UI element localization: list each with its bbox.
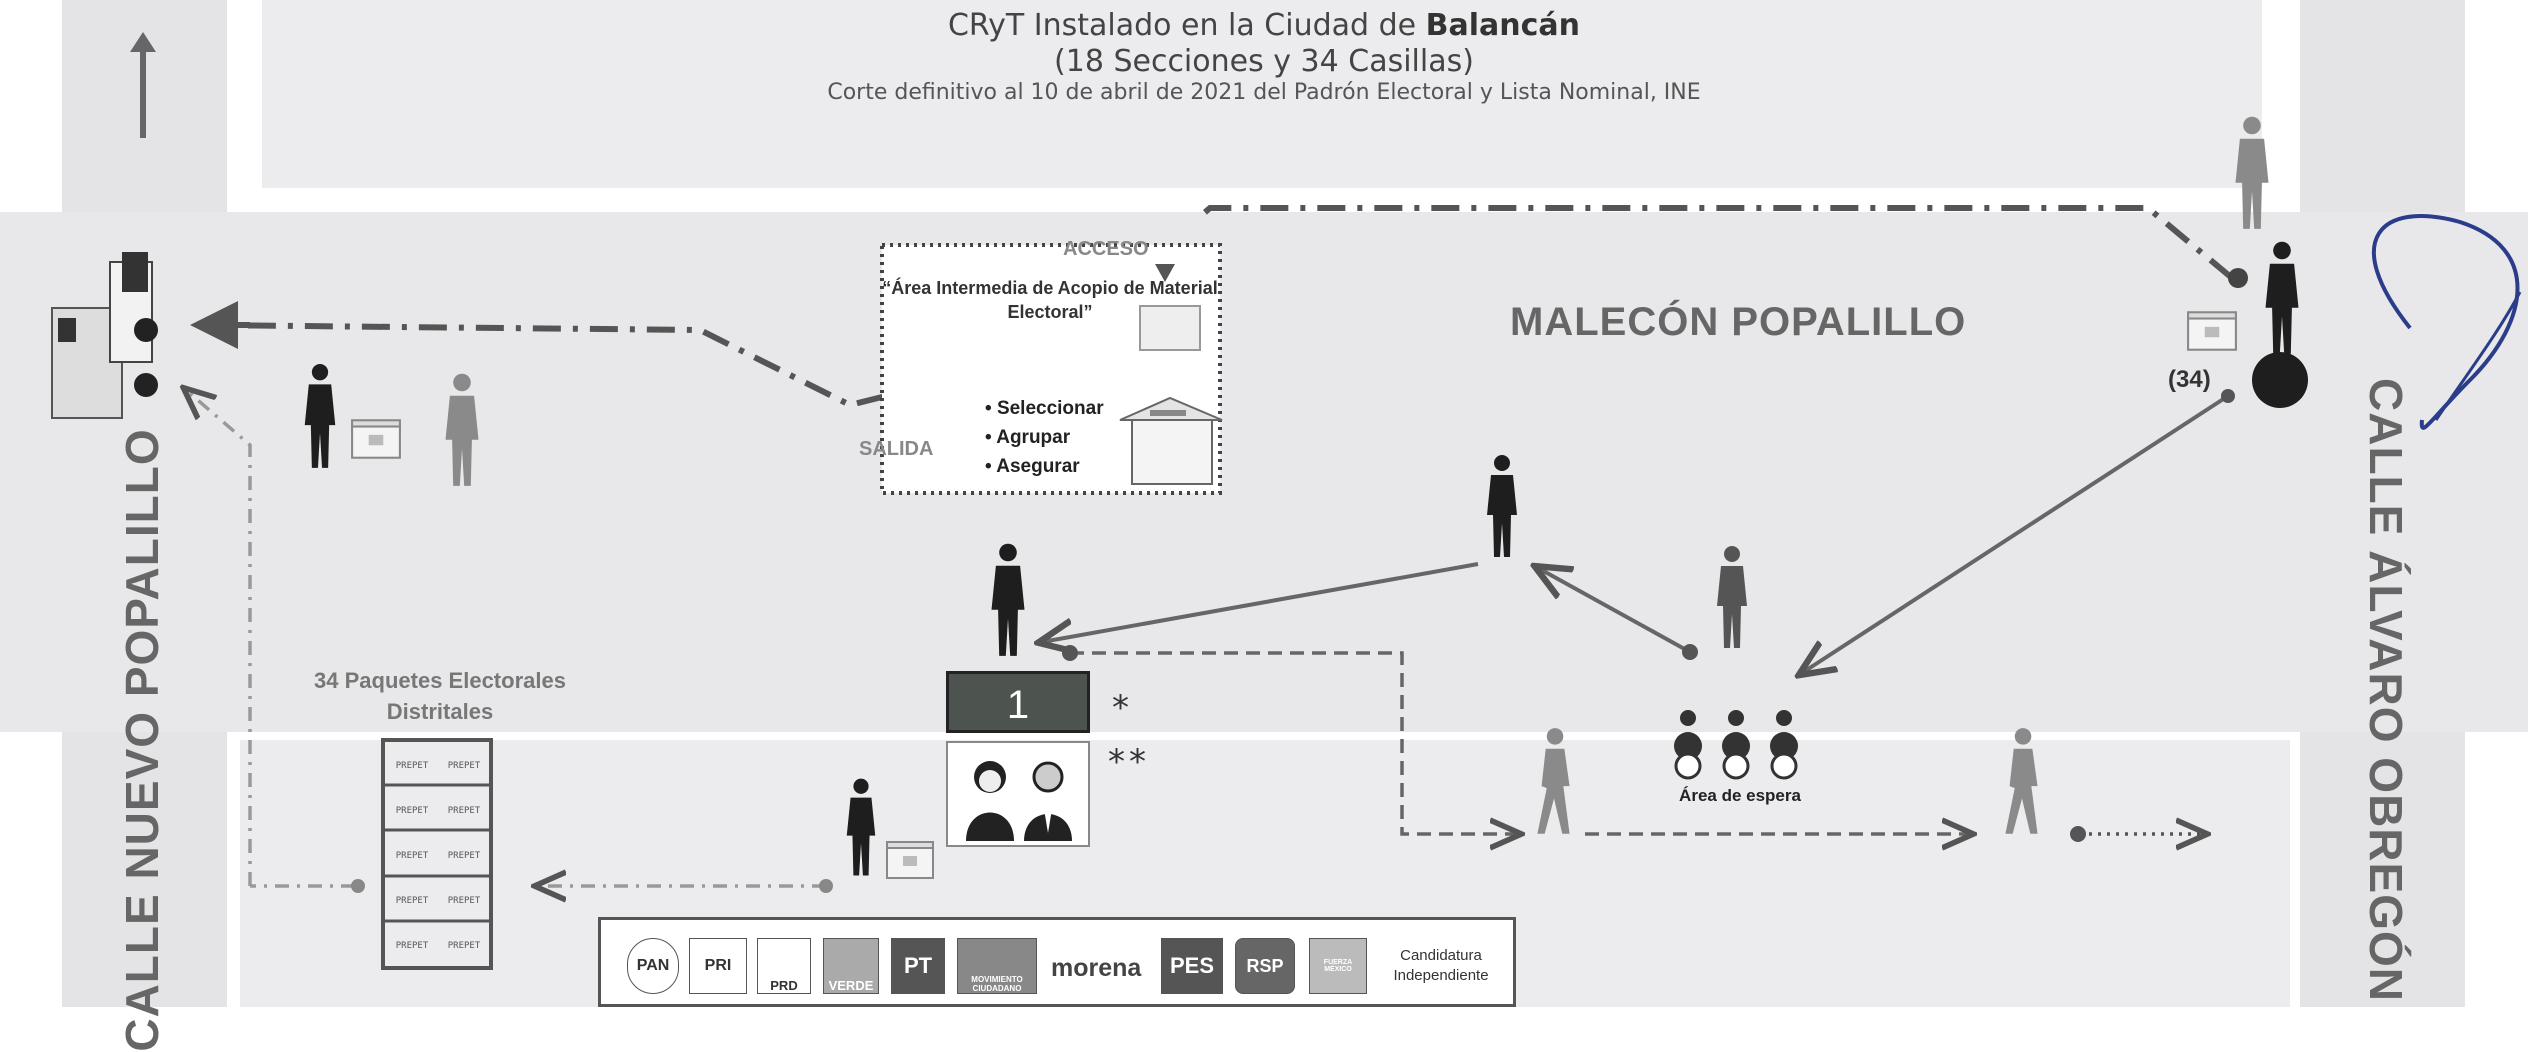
access-arrow-icon [1155, 264, 1175, 282]
truck-icon [51, 252, 158, 419]
access-label: ACCESO [1063, 238, 1149, 260]
waiting-area-label: Área de espera [1679, 786, 1801, 805]
party-logo-pan: PAN [627, 938, 679, 994]
package-icon [885, 840, 935, 880]
packages-label: 34 Paquetes Electorales Distritales [314, 668, 566, 724]
street-right-label: CALLE ÁLVARO OBREGÓN [2360, 378, 2412, 1002]
package-shelf-icon [381, 738, 493, 970]
acopio-actions: Seleccionar Agrupar Asegurar [985, 394, 1103, 481]
reception-desk: 1 [946, 671, 1090, 733]
waiting-area-icon [1674, 710, 1798, 780]
route-exit-path [199, 205, 2234, 409]
exit-label: SALIDA [859, 438, 934, 460]
party-logo-rsp: RSP [1235, 938, 1295, 994]
malecon-road [0, 212, 2528, 732]
party-logo-fm: FUERZA MÉXICO [1309, 938, 1367, 994]
note-marker: * [1112, 688, 1129, 728]
title-line-2: (18 Secciones y 34 Casillas) [1054, 44, 1474, 79]
malecon-label: MALECÓN POPALILLO [1510, 300, 1967, 344]
acopio-title: “Área Intermedia de Acopio de Material E… [882, 278, 1218, 322]
top-block [262, 0, 2262, 188]
party-logo-mc: MOVIMIENTO CIUDADANO [957, 938, 1037, 994]
party-logo-morena: morena [1051, 954, 1142, 982]
party-logo-pes: PES [1161, 938, 1223, 994]
package-icon [351, 419, 401, 459]
note-marker-double: ** [1108, 742, 1150, 782]
party-logo-prd: PRD [757, 938, 811, 994]
title-line-1: CRyT Instalado en la Ciudad de Balancán [947, 8, 1581, 43]
north-arrow-icon [130, 32, 156, 138]
ballot-box-icon [1119, 305, 1223, 485]
title-line-3: Corte definitivo al 10 de abril de 2021 … [827, 80, 1701, 105]
party-logo-pt: PT [891, 938, 945, 994]
entry-count: (34) [2168, 366, 2211, 393]
independent-label: Candidatura Independiente [1393, 947, 1489, 984]
street-left-label: CALLE NUEVO POPALILLO [116, 428, 168, 1052]
representatives-box [946, 741, 1090, 847]
party-logo-pri: PRI [689, 938, 747, 994]
party-logo-verde: VERDE [823, 938, 879, 994]
package-icon [2187, 311, 2237, 351]
party-logos: PAN PRI PRD VERDE PT MOVIMIENTO CIUDADAN… [598, 917, 1516, 1007]
